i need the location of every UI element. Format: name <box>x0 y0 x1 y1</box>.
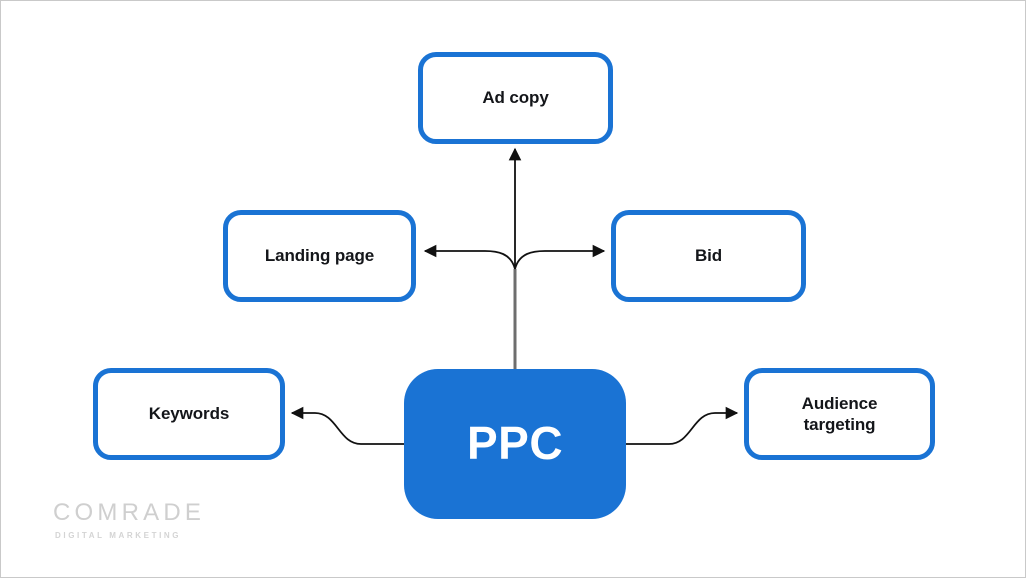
logo-wordmark: COMRADE <box>53 499 206 526</box>
node-label-bid: Bid <box>694 246 723 266</box>
logo-tagline: DIGITAL MARKETING <box>55 531 182 540</box>
node-bid[interactable]: Bid <box>611 210 806 302</box>
node-label-audience-targeting: Audience targeting <box>801 393 878 434</box>
node-ppc-center[interactable]: PPC <box>404 369 626 519</box>
node-label-keywords: Keywords <box>148 404 230 424</box>
connector-to-landing-page <box>423 244 516 270</box>
connector-to-audience-targeting <box>626 406 739 445</box>
connector-to-keywords <box>290 406 404 445</box>
connector-to-bid <box>514 244 606 270</box>
node-keywords[interactable]: Keywords <box>93 368 285 460</box>
node-label-landing-page: Landing page <box>264 246 375 266</box>
comrade-logo: COMRADE DIGITAL MARKETING <box>53 501 233 540</box>
node-label-ppc: PPC <box>466 417 564 470</box>
node-landing-page[interactable]: Landing page <box>223 210 416 302</box>
node-ad-copy[interactable]: Ad copy <box>418 52 613 144</box>
node-audience-targeting[interactable]: Audience targeting <box>744 368 935 460</box>
node-label-ad-copy: Ad copy <box>482 88 549 108</box>
